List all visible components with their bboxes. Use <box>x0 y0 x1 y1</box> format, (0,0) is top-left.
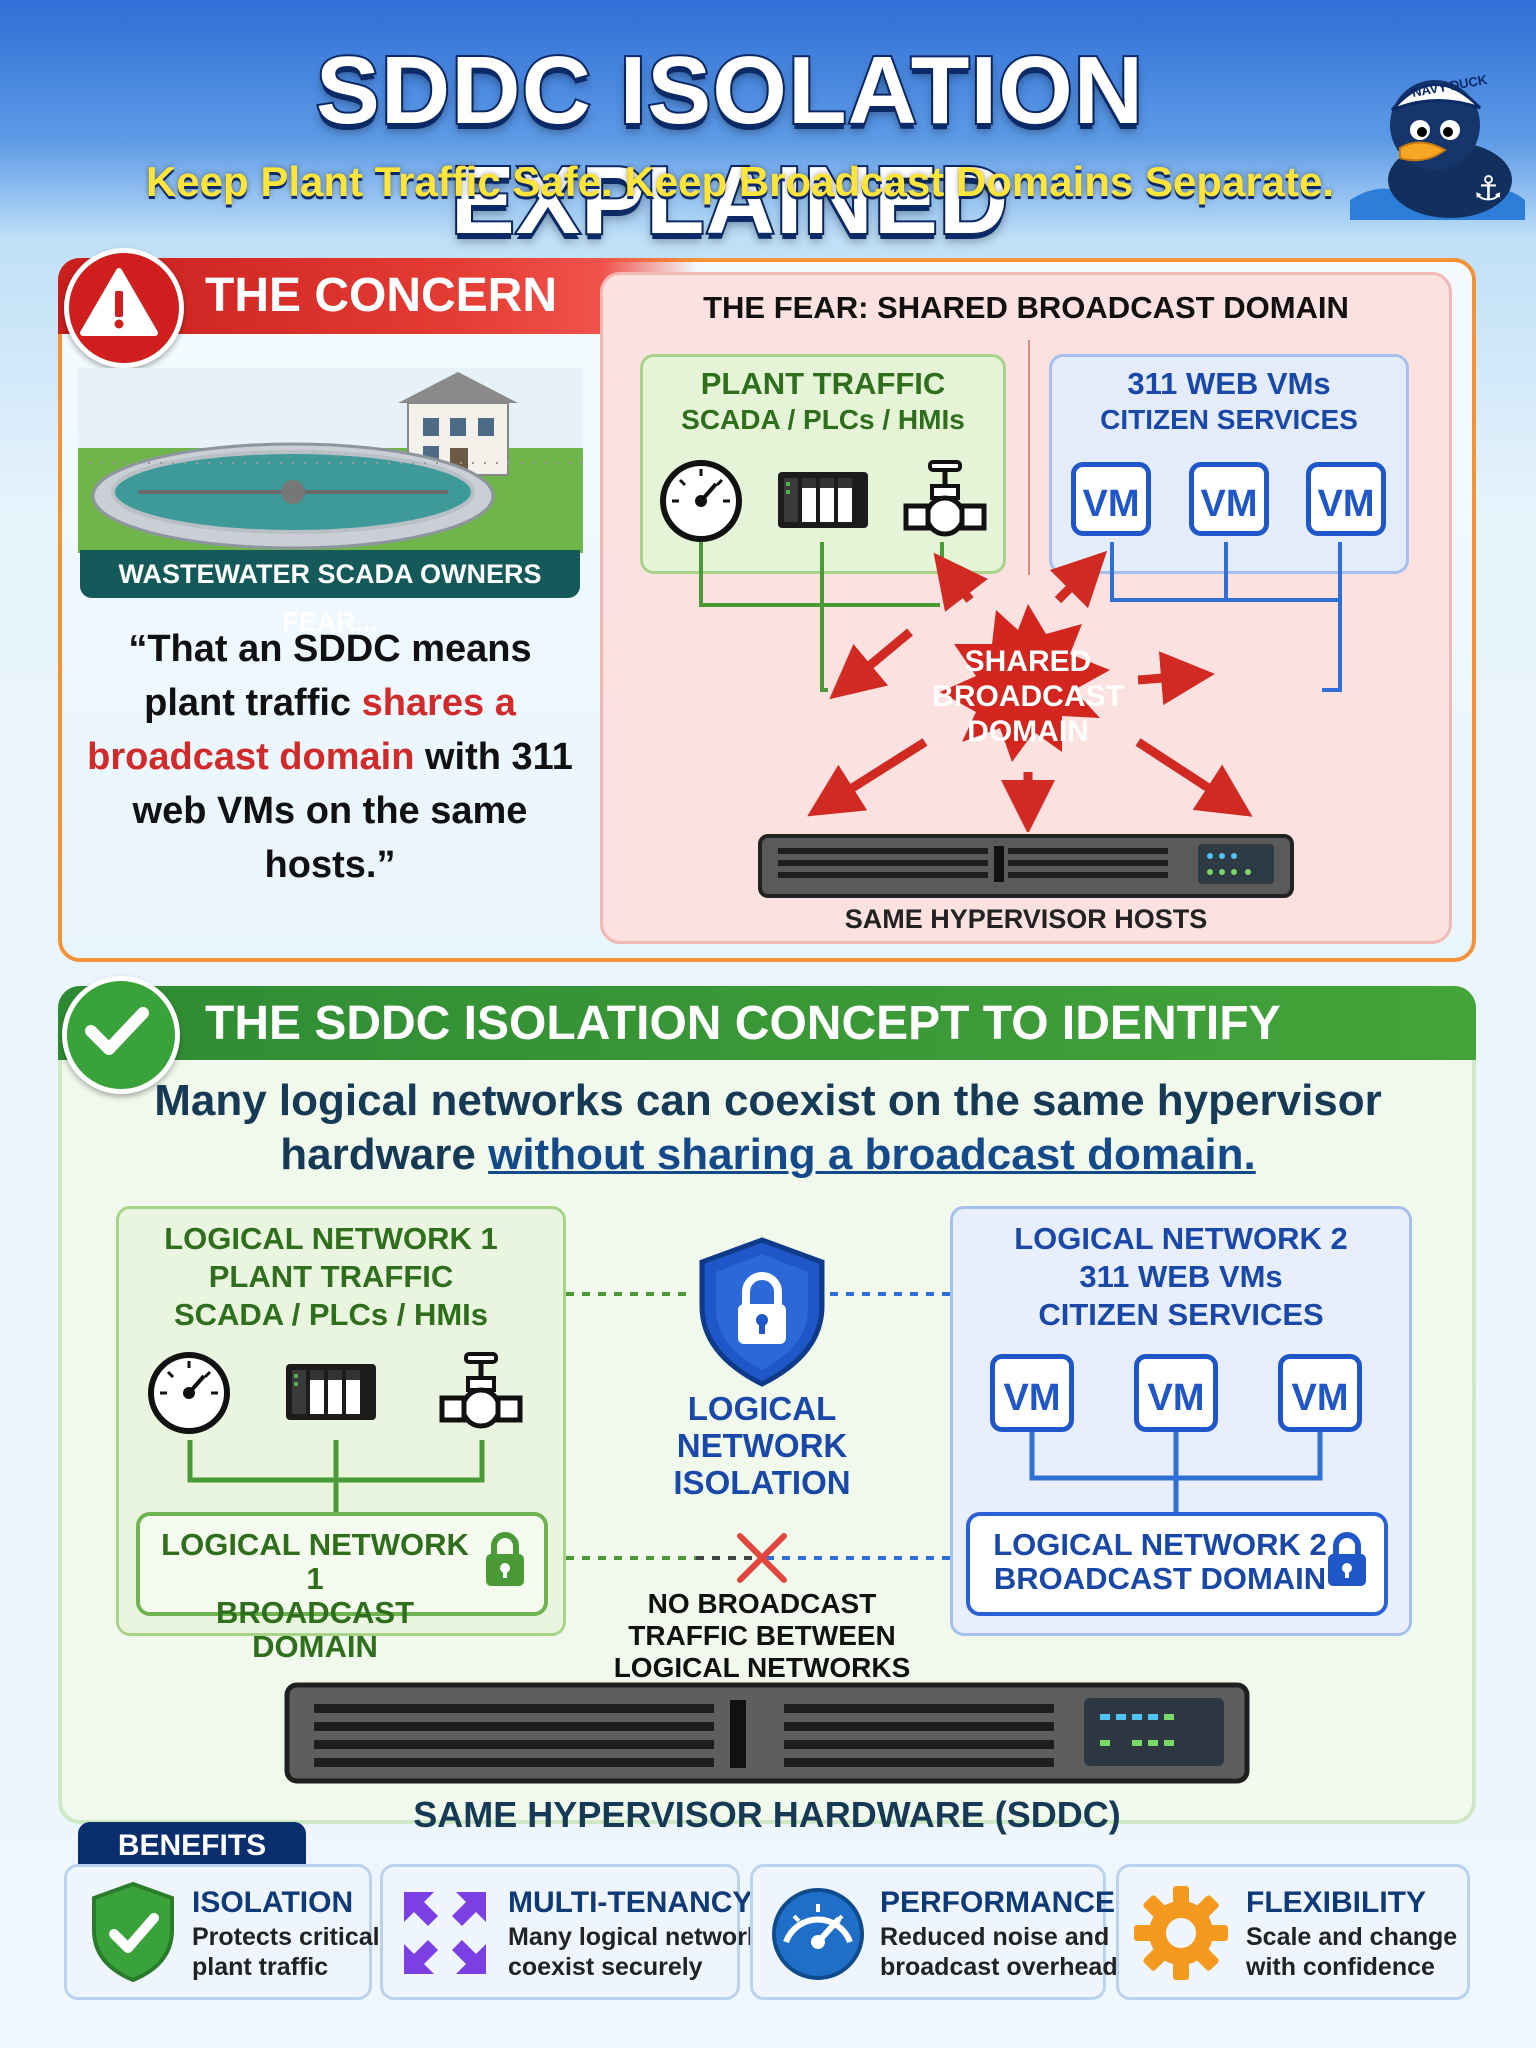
scene-caption: WASTEWATER SCADA OWNERS FEAR... <box>80 550 580 637</box>
hypervisor-hardware-server-icon <box>284 1682 1250 1784</box>
lead-line-2: hardware without sharing a broadcast dom… <box>100 1130 1436 1180</box>
center-line-2: NETWORK <box>676 1427 848 1464</box>
burst-line-1: SHARED <box>964 645 1092 678</box>
vm-box-4: VM <box>990 1354 1074 1432</box>
benefit-card-multi-tenancy <box>380 1864 740 2000</box>
page-subtitle: Keep Plant Traffic Safe. Keep Broadcast … <box>145 158 1335 205</box>
center-line-3: ISOLATION <box>673 1464 851 1501</box>
wastewater-plant-illustration <box>78 368 583 553</box>
concern-heading: THE CONCERN <box>205 269 558 322</box>
shield-lock-icon <box>699 1237 825 1387</box>
isolation-header-bar <box>58 986 1476 1060</box>
speedometer-icon <box>772 1888 864 1980</box>
benefit-desc-flexibility-1: Scale and change <box>1246 1923 1458 1951</box>
benefit-desc-performance-2: broadcast overhead <box>880 1953 1118 1981</box>
hypervisor-host-server-icon <box>758 834 1294 898</box>
benefits-tab: BENEFITS <box>78 1822 306 1870</box>
plc-rack-icon <box>286 1364 376 1420</box>
benefit-desc-performance: Reduced noise and broadcast overhead <box>880 1922 1118 1982</box>
network-2-line-2: 311 WEB VMs <box>1079 1259 1283 1294</box>
network-1-domain-line-1: LOGICAL NETWORK 1 <box>161 1527 469 1596</box>
network-2-line-3: CITIZEN SERVICES <box>1038 1297 1324 1332</box>
navy-duck-mascot-icon: NAVY DUCK ⚓ <box>1350 72 1525 220</box>
gear-icon <box>1134 1886 1228 1980</box>
web-vms-title: 311 WEB VMs <box>1127 366 1331 401</box>
lead-line-1: Many logical networks can coexist on the… <box>154 1076 1382 1125</box>
isolation-center-label: LOGICAL NETWORK ISOLATION <box>640 1390 884 1501</box>
network-2-broadcast-domain <box>966 1512 1388 1616</box>
benefit-desc-flexibility-2: with confidence <box>1246 1953 1435 1981</box>
web-vms-subtitle: CITIZEN SERVICES <box>1100 404 1358 435</box>
no-broadcast-line-3: LOGICAL NETWORKS <box>613 1652 911 1683</box>
benefit-title-performance: PERFORMANCE <box>880 1886 1116 1919</box>
svg-text:⚓: ⚓ <box>1473 169 1503 209</box>
fear-connection-lines <box>699 542 1342 832</box>
benefit-title-multi-tenancy: MULTI-TENANCY <box>508 1886 753 1919</box>
lead-line-2-plain: hardware <box>280 1130 489 1179</box>
plant-traffic-subtitle: SCADA / PLCs / HMIs <box>681 404 965 435</box>
valve-icon <box>439 1352 523 1429</box>
network-2-domain-line-1: LOGICAL NETWORK 2 <box>993 1527 1327 1562</box>
network-2-connectors <box>1029 1432 1323 1516</box>
concern-quote: “That an SDDC means plant traffic shares… <box>80 622 580 892</box>
benefit-desc-multi-tenancy-2: coexist securely <box>508 1953 703 1981</box>
network-1-connectors <box>187 1440 485 1516</box>
warning-icon <box>64 248 184 368</box>
benefit-desc-isolation-1: Protects critical <box>192 1923 380 1951</box>
network-1-line-3: SCADA / PLCs / HMIs <box>173 1297 489 1332</box>
lead-line-2-underlined: without sharing a broadcast domain. <box>488 1130 1256 1179</box>
benefit-desc-multi-tenancy: Many logical networks coexist securely <box>508 1922 775 1982</box>
network-1-line-2: PLANT TRAFFIC <box>208 1259 454 1294</box>
fear-title: THE FEAR: SHARED BROADCAST DOMAIN <box>703 290 1349 325</box>
gauge-icon <box>148 1352 230 1434</box>
benefit-desc-performance-1: Reduced noise and <box>880 1923 1110 1951</box>
hypervisor-hosts-label: SAME HYPERVISOR HOSTS <box>844 904 1208 934</box>
no-broadcast-line-1: NO BROADCAST <box>647 1588 877 1619</box>
network-2-domain-line-2: BROADCAST DOMAIN <box>993 1561 1327 1596</box>
vm-box-1: VM <box>1071 462 1151 536</box>
blocked-x-icon <box>737 1533 787 1583</box>
quote-highlight: shares a broadcast domain <box>87 682 516 778</box>
center-line-1: LOGICAL <box>687 1390 837 1427</box>
no-broadcast-line-2: TRAFFIC BETWEEN <box>628 1620 896 1651</box>
network-2-domain-label: LOGICAL NETWORK 2 BROADCAST DOMAIN <box>990 1528 1330 1596</box>
network-1-broadcast-domain <box>136 1512 548 1616</box>
plant-traffic-title: PLANT TRAFFIC <box>700 366 946 401</box>
benefit-desc-flexibility: Scale and change with confidence <box>1246 1922 1457 1982</box>
benefit-desc-isolation: Protects critical plant traffic <box>192 1922 380 1982</box>
network-1-domain-label: LOGICAL NETWORK 1 BROADCAST DOMAIN <box>150 1528 480 1664</box>
network-1-domain-line-2: BROADCAST DOMAIN <box>215 1595 415 1664</box>
burst-line-2: BROADCAST <box>932 680 1124 713</box>
benefit-desc-isolation-2: plant traffic <box>192 1953 329 1981</box>
isolation-heading: THE SDDC ISOLATION CONCEPT TO IDENTIFY <box>205 997 1281 1050</box>
shield-check-icon <box>92 1881 174 1983</box>
network-2-title: LOGICAL NETWORK 2 311 WEB VMs CITIZEN SE… <box>950 1220 1412 1334</box>
plc-rack-icon <box>778 472 868 528</box>
network-2-line-1: LOGICAL NETWORK 2 <box>1014 1221 1348 1256</box>
gauge-icon <box>660 460 742 542</box>
checkmark-icon <box>62 976 180 1094</box>
vm-box-6: VM <box>1278 1354 1362 1432</box>
no-broadcast-label: NO BROADCAST TRAFFIC BETWEEN LOGICAL NET… <box>600 1588 924 1684</box>
divider-line <box>1028 340 1030 575</box>
page-title: SDDC ISOLATION EXPLAINED <box>314 35 1145 256</box>
burst-line-3: DOMAIN <box>967 715 1089 748</box>
lock-icon <box>486 1532 524 1586</box>
benefit-desc-multi-tenancy-1: Many logical networks <box>508 1923 775 1951</box>
network-1-title: LOGICAL NETWORK 1 PLANT TRAFFIC SCADA / … <box>116 1220 546 1334</box>
quote-text-end: with 311 web VMs on the same hosts.” <box>132 736 573 886</box>
shared-broadcast-burst: SHARED BROADCAST DOMAIN <box>930 644 1126 749</box>
vm-box-3: VM <box>1306 462 1386 536</box>
vm-box-5: VM <box>1134 1354 1218 1432</box>
quote-text-start: “That an SDDC means plant traffic <box>128 628 532 724</box>
benefit-title-isolation: ISOLATION <box>192 1886 354 1919</box>
isolation-dashed-links <box>566 1292 950 1560</box>
vm-box-2: VM <box>1189 462 1269 536</box>
network-1-line-1: LOGICAL NETWORK 1 <box>164 1221 498 1256</box>
hypervisor-hardware-label: SAME HYPERVISOR HARDWARE (SDDC) <box>413 1794 1121 1835</box>
valve-icon <box>903 460 987 537</box>
expand-arrows-icon <box>404 1892 486 1974</box>
benefit-title-flexibility: FLEXIBILITY <box>1246 1886 1426 1919</box>
lock-icon <box>1328 1532 1366 1586</box>
